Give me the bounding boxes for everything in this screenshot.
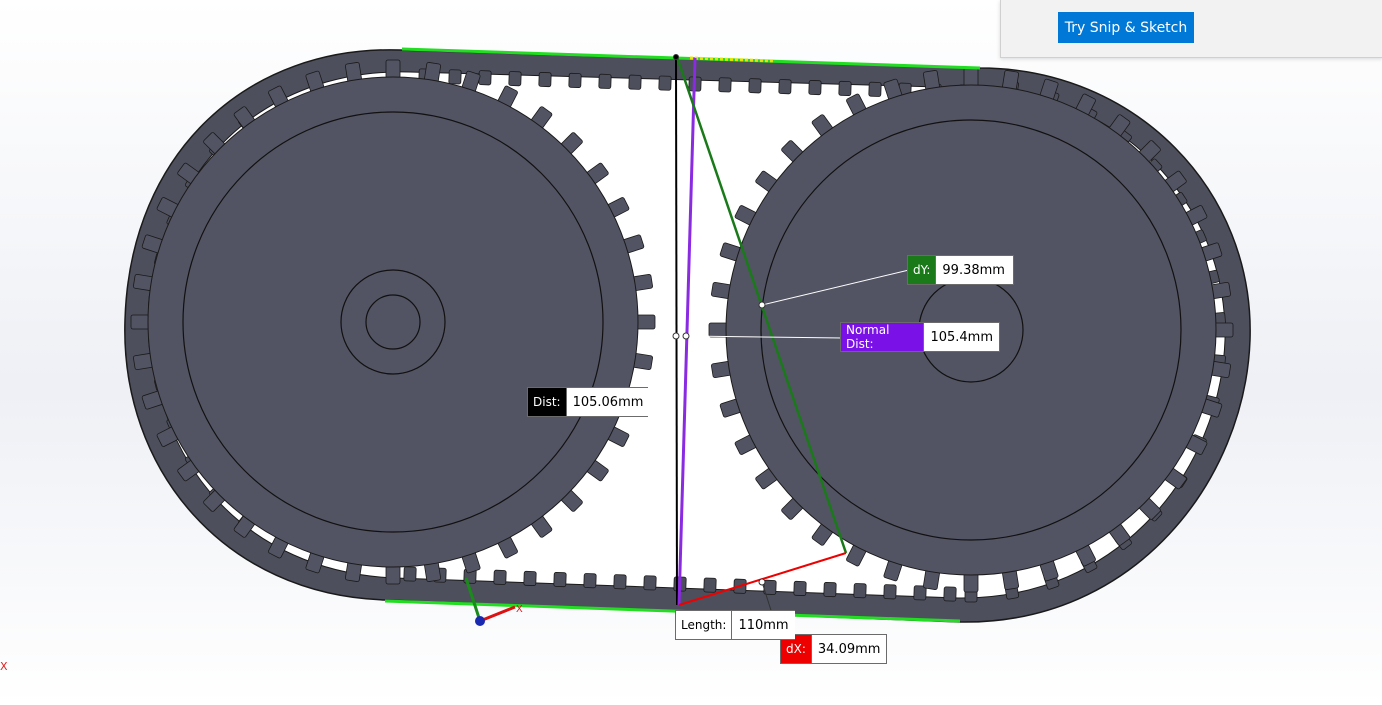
dist-line (675, 56, 678, 606)
corner-axis-label: X (0, 660, 8, 673)
length-measurement-tag[interactable]: Length: 110mm (675, 610, 795, 640)
dy-measurement-tag[interactable]: dY: 99.38mm (907, 255, 1014, 285)
coordinate-triad-icon: X (464, 577, 523, 626)
leader-endpoints (672, 54, 766, 586)
dx-value: 34.09mm (810, 635, 887, 663)
dy-leader (761, 269, 910, 306)
normal-leader (685, 335, 844, 339)
belt-bottom-edge-highlight (384, 599, 961, 623)
triad-x-label: X (516, 604, 523, 615)
dist-leader (647, 335, 677, 403)
normal-dist-line (677, 57, 697, 606)
dx-measurement-tag[interactable]: dX: 34.09mm (780, 634, 887, 664)
normal-dist-value: 105.4mm (923, 323, 999, 351)
try-snip-sketch-button[interactable]: Try Snip & Sketch (1058, 12, 1194, 43)
dy-value: 99.38mm (935, 256, 1011, 284)
dy-label: dY: (908, 256, 936, 284)
dist-label: Dist: (528, 388, 566, 416)
dist-value: 105.06mm (565, 388, 650, 416)
normal-dist-label: Normal Dist: (841, 323, 924, 351)
belt-top-yellow-dash (689, 56, 776, 63)
snip-notification-panel: Try Snip & Sketch (1000, 0, 1382, 58)
length-label: Length: (676, 611, 732, 639)
dist-measurement-tag[interactable]: Dist: 105.06mm (527, 387, 650, 417)
left-gear[interactable] (130, 59, 656, 585)
normal-dist-measurement-tag[interactable]: Normal Dist: 105.4mm (840, 322, 1000, 352)
length-value: 110mm (731, 611, 795, 639)
